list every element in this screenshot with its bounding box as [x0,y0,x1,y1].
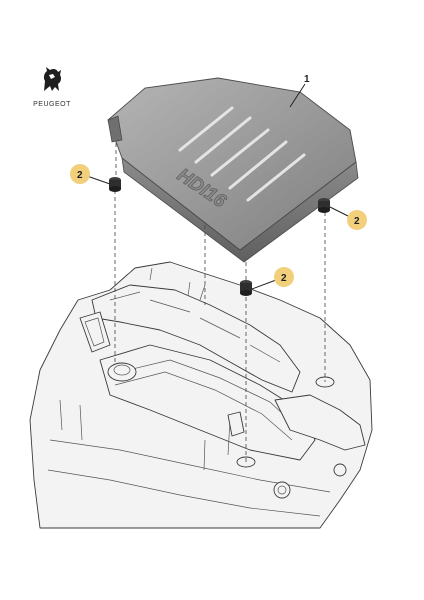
callout-2-left: 2 [70,164,111,185]
callout-2-center-badge [274,267,294,287]
grommet-center [240,280,252,296]
callout-2-center: 2 [251,267,294,290]
callout-2-right-badge [347,210,367,230]
callout-1: 1 [289,74,310,108]
callout-2-right: 2 [329,206,367,230]
grommets [109,177,330,296]
callout-2-left-badge [70,164,90,184]
engine-cover: HDI16 [107,77,359,263]
grommet-left [109,177,121,192]
callout-2-center-label: 2 [281,273,287,284]
callout-1-label: 1 [304,74,310,85]
engine-block [29,261,373,529]
brand-name: PEUGEOT [33,101,71,108]
callout-2-left-label: 2 [77,170,83,181]
peugeot-logo: PEUGEOT [20,64,84,108]
grommet-right [318,198,330,213]
assembly-lines [114,143,326,462]
callout-2-right-label: 2 [354,216,360,227]
lion-icon [43,67,62,91]
